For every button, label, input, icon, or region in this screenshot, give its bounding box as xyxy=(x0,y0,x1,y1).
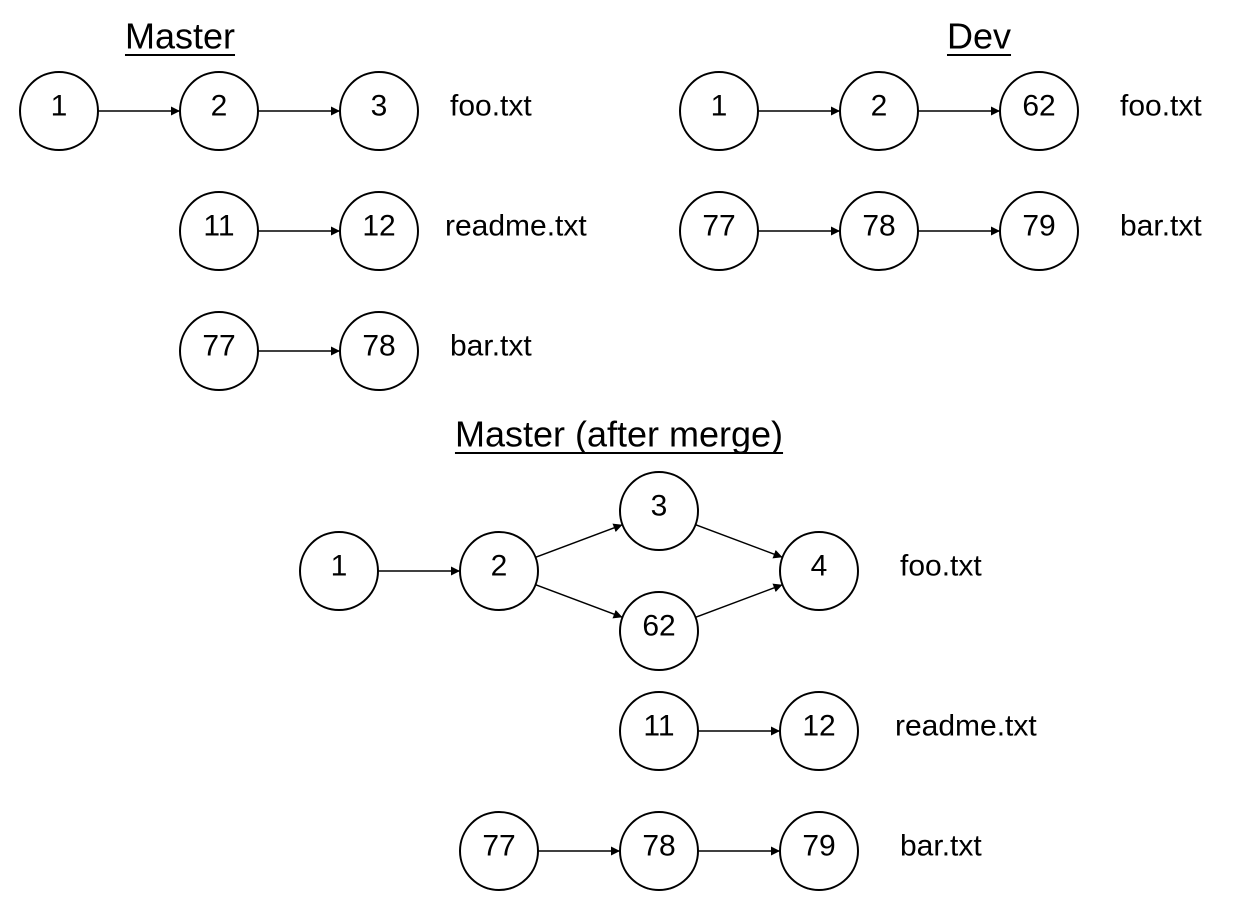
commit-node-label: 1 xyxy=(711,90,728,123)
commit-node-circle xyxy=(779,691,859,771)
commit-node-g-foo-62: 62 xyxy=(619,591,699,671)
commit-node-circle xyxy=(179,191,259,271)
commit-node-label: 11 xyxy=(203,210,234,243)
commit-node-circle xyxy=(19,71,99,151)
commit-node-d-bar-79: 79 xyxy=(999,191,1079,271)
commit-node-label: 11 xyxy=(643,710,674,743)
commit-node-circle xyxy=(339,71,419,151)
commit-node-d-foo-2: 2 xyxy=(839,71,919,151)
commit-node-label: 12 xyxy=(362,210,395,243)
commit-node-circle xyxy=(459,531,539,611)
commit-node-label: 78 xyxy=(642,830,675,863)
commit-node-label: 1 xyxy=(331,550,348,583)
commit-node-circle xyxy=(999,191,1079,271)
commit-node-label: 1 xyxy=(51,90,68,123)
commit-node-circle xyxy=(179,311,259,391)
commit-node-circle xyxy=(999,71,1079,151)
commit-node-m-bar-77: 77 xyxy=(179,311,259,391)
commit-node-label: 4 xyxy=(811,550,828,583)
commit-node-m-foo-3: 3 xyxy=(339,71,419,151)
file-label-master-1: readme.txt xyxy=(445,210,587,243)
edge-g-foo-62-to-g-foo-4 xyxy=(695,583,783,619)
file-label-dev-3: foo.txt xyxy=(1120,90,1202,123)
commit-node-m-foo-2: 2 xyxy=(179,71,259,151)
commit-node-label: 77 xyxy=(702,210,735,243)
commit-node-circle xyxy=(619,471,699,551)
file-label-master-0: foo.txt xyxy=(450,90,532,123)
file-label-master-2: bar.txt xyxy=(450,330,532,363)
commit-node-d-foo-1: 1 xyxy=(679,71,759,151)
commit-node-circle xyxy=(679,71,759,151)
commit-node-label: 78 xyxy=(862,210,895,243)
commit-node-label: 62 xyxy=(642,610,675,643)
commit-node-label: 62 xyxy=(1022,90,1055,123)
commit-node-g-bar-77: 77 xyxy=(459,811,539,891)
commit-node-label: 79 xyxy=(802,830,835,863)
file-label-merged-7: bar.txt xyxy=(900,830,982,863)
commit-node-g-foo-3: 3 xyxy=(619,471,699,551)
commit-node-circle xyxy=(459,811,539,891)
section-title-text: Dev xyxy=(947,16,1011,57)
commit-node-label: 2 xyxy=(871,90,888,123)
section-title-text: Master (after merge) xyxy=(455,414,783,455)
commit-node-label: 2 xyxy=(211,90,228,123)
commit-node-g-bar-78: 78 xyxy=(619,811,699,891)
commit-node-label: 77 xyxy=(482,830,515,863)
commit-node-circle xyxy=(619,691,699,771)
commit-node-circle xyxy=(779,811,859,891)
commit-node-m-foo-1: 1 xyxy=(19,71,99,151)
file-label-dev-4: bar.txt xyxy=(1120,210,1202,243)
commit-node-circle xyxy=(839,71,919,151)
section-title-master: Master xyxy=(124,16,235,57)
section-title-text: Master xyxy=(125,16,235,57)
commit-node-label: 12 xyxy=(802,710,835,743)
commit-node-label: 3 xyxy=(371,90,388,123)
commit-node-g-bar-79: 79 xyxy=(779,811,859,891)
commit-node-label: 78 xyxy=(362,330,395,363)
commit-node-circle xyxy=(179,71,259,151)
section-title-merged: Master (after merge) xyxy=(454,414,784,455)
edge-g-foo-2-to-g-foo-62 xyxy=(535,583,623,619)
commit-node-label: 77 xyxy=(202,330,235,363)
commit-node-circle xyxy=(679,191,759,271)
commit-node-circle xyxy=(619,591,699,671)
commit-node-circle xyxy=(299,531,379,611)
commit-node-g-foo-2: 2 xyxy=(459,531,539,611)
commit-node-g-foo-1: 1 xyxy=(299,531,379,611)
commit-node-d-bar-77: 77 xyxy=(679,191,759,271)
commit-node-m-readme-11: 11 xyxy=(179,191,259,271)
commit-node-circle xyxy=(339,311,419,391)
section-title-dev: Dev xyxy=(946,16,1012,57)
commit-node-label: 3 xyxy=(651,490,668,523)
commit-node-m-readme-12: 12 xyxy=(339,191,419,271)
commit-node-label: 2 xyxy=(491,550,508,583)
edge-g-foo-3-to-g-foo-4 xyxy=(695,523,783,559)
commit-node-circle xyxy=(839,191,919,271)
commit-node-circle xyxy=(339,191,419,271)
commit-node-d-bar-78: 78 xyxy=(839,191,919,271)
file-label-merged-6: readme.txt xyxy=(895,710,1037,743)
commit-node-g-readme-12: 12 xyxy=(779,691,859,771)
commit-node-d-foo-62: 62 xyxy=(999,71,1079,151)
commit-node-circle xyxy=(619,811,699,891)
file-label-merged-5: foo.txt xyxy=(900,550,982,583)
commit-node-g-readme-11: 11 xyxy=(619,691,699,771)
commit-node-circle xyxy=(779,531,859,611)
commit-node-g-foo-4: 4 xyxy=(779,531,859,611)
commit-node-m-bar-78: 78 xyxy=(339,311,419,391)
edge-g-foo-2-to-g-foo-3 xyxy=(535,523,623,559)
commit-node-label: 79 xyxy=(1022,210,1055,243)
